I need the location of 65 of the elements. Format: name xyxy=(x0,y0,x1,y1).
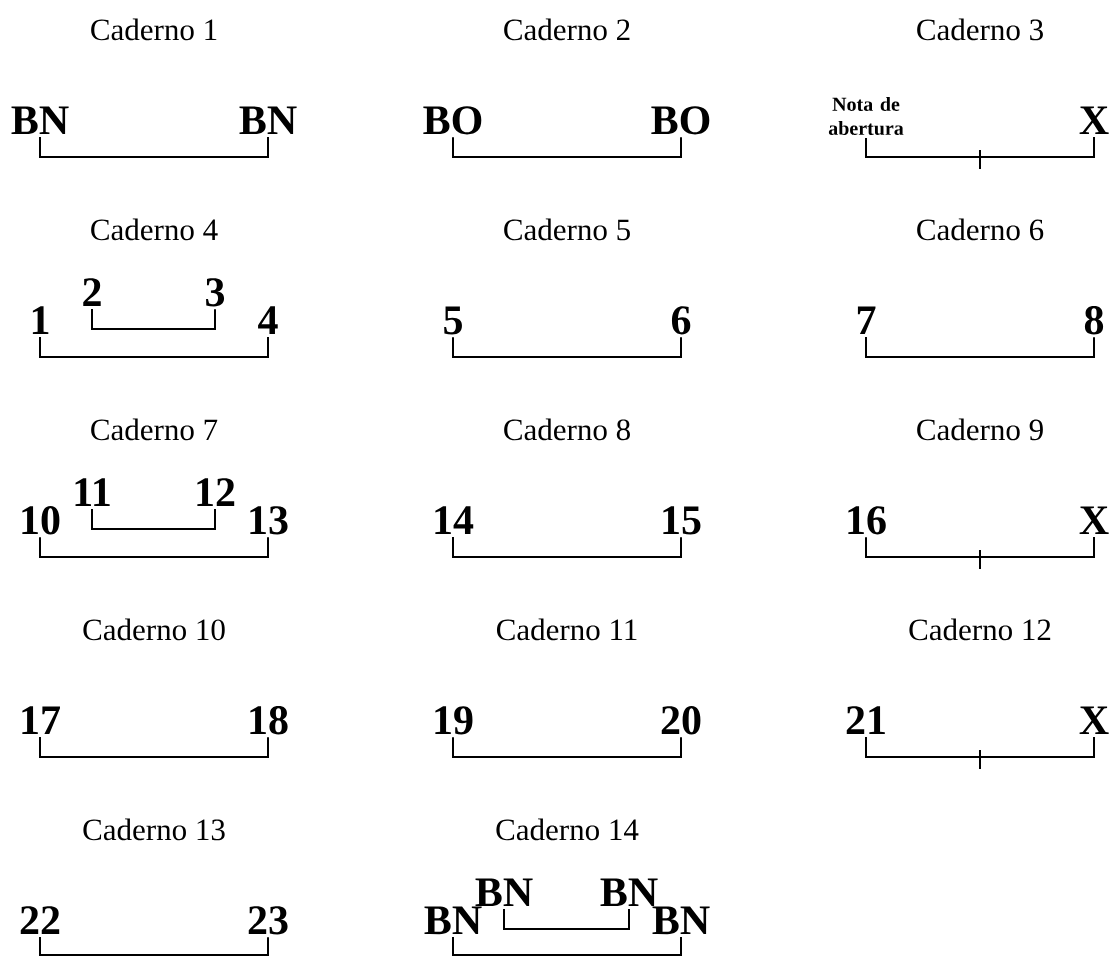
bifolium-bracket xyxy=(39,136,269,158)
bifolium-bracket xyxy=(452,535,682,558)
folio-label: 21 xyxy=(846,706,885,734)
bifolium-bracket xyxy=(39,536,269,558)
folio-label: X xyxy=(1079,506,1109,534)
quire-title: Caderno 14 xyxy=(496,818,639,841)
folio-label: 22 xyxy=(20,906,60,934)
folio-label: 13 xyxy=(250,506,288,535)
folio-label: 1 xyxy=(32,306,49,334)
folio-label: BO xyxy=(423,106,482,135)
folio-label: 6 xyxy=(671,306,691,335)
bifolium-bracket xyxy=(91,307,216,330)
quire-title: Caderno 7 xyxy=(91,418,218,441)
quire-title: Caderno 5 xyxy=(504,218,630,241)
bifolium-bracket xyxy=(452,736,682,758)
folio-label: 4 xyxy=(258,306,278,334)
quire-title: Caderno 2 xyxy=(504,18,630,41)
folio-label: 18 xyxy=(250,706,288,735)
bifolium-bracket xyxy=(452,136,682,158)
folio-label: 20 xyxy=(661,706,701,735)
folio-label: 5 xyxy=(444,306,462,335)
folio-label: BN xyxy=(11,106,69,135)
bifolium-bracket xyxy=(39,735,269,758)
folio-label: 16 xyxy=(848,506,886,535)
quire-title: Caderno 10 xyxy=(83,618,225,641)
folio-label: 19 xyxy=(435,706,473,735)
folio-label: 14 xyxy=(435,506,474,534)
quire-title: Caderno 1 xyxy=(91,18,217,41)
folio-label: 3 xyxy=(206,278,225,307)
bifolium-bracket xyxy=(865,335,1095,358)
folio-label: BN xyxy=(600,878,658,907)
folio-label: BN xyxy=(424,906,482,935)
folio-label: 2 xyxy=(83,278,101,306)
bifolium-bracket xyxy=(503,908,630,930)
folio-label: X xyxy=(1079,706,1109,734)
quire-title: Caderno 8 xyxy=(504,418,630,441)
bifolium-bracket xyxy=(452,336,682,358)
bifolium-bracket xyxy=(452,936,682,956)
quire-title: Caderno 13 xyxy=(83,818,225,841)
folio-label: BN xyxy=(239,106,297,135)
quire-title: Caderno 11 xyxy=(496,618,637,641)
folio-label: 8 xyxy=(1084,306,1104,335)
folio-label: 23 xyxy=(248,906,288,935)
folio-label: Nota de abertura xyxy=(828,96,904,136)
quire-title: Caderno 3 xyxy=(917,18,1043,41)
quire-title: Caderno 9 xyxy=(917,418,1043,441)
folio-label: X xyxy=(1079,106,1109,134)
bifolium-bracket xyxy=(39,335,269,358)
bifolium-bracket xyxy=(865,735,1095,758)
folio-label: BN xyxy=(475,878,533,907)
quire-title: Caderno 4 xyxy=(91,218,218,241)
folio-label: 7 xyxy=(857,306,876,334)
bifolium-bracket xyxy=(91,507,216,530)
folio-label: 17 xyxy=(22,706,60,734)
folio-label: 15 xyxy=(663,506,701,535)
folio-label: 12 xyxy=(197,478,235,506)
folio-label: BN xyxy=(652,906,710,935)
folio-label: 11 xyxy=(75,478,110,506)
folio-label: 10 xyxy=(22,506,60,535)
bifolium-bracket xyxy=(865,535,1095,558)
bifolium-bracket xyxy=(39,935,269,956)
bifolium-bracket xyxy=(865,135,1095,158)
quire-title: Caderno 12 xyxy=(909,618,1051,641)
quire-title: Caderno 6 xyxy=(917,218,1044,241)
folio-label: BO xyxy=(651,106,710,135)
